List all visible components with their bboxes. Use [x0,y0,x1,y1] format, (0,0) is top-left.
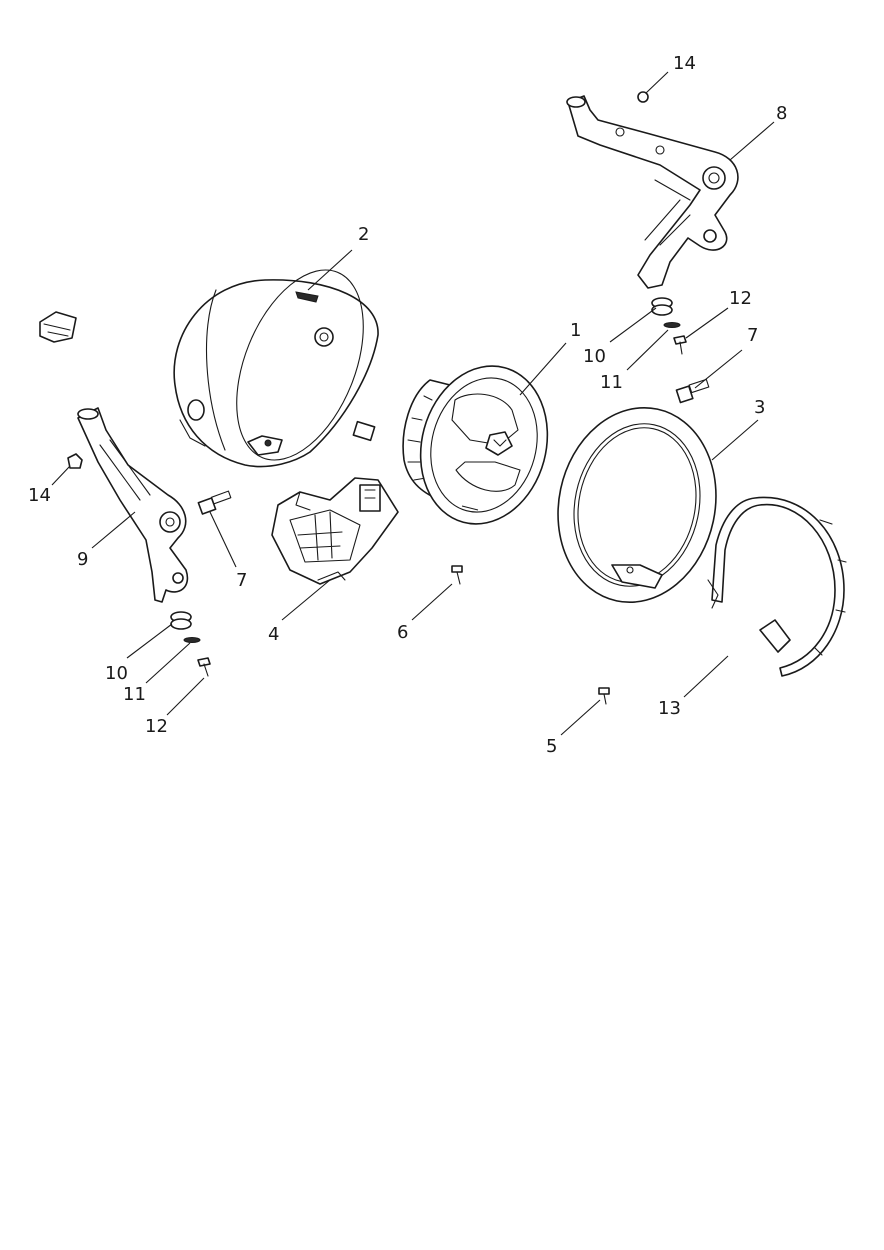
callout-12-left: 12 [145,716,168,737]
callout-11-right: 11 [600,372,623,393]
screw-12-right [673,335,687,355]
o-ring-left [183,637,201,643]
grommet-lower [67,453,83,469]
callout-9: 9 [77,549,88,570]
spacer-left [170,611,192,630]
o-ring-right [663,322,681,328]
screw-5 [598,687,610,705]
callout-4: 4 [268,624,279,645]
callout-14-lower: 14 [28,485,51,506]
callout-1: 1 [570,320,581,341]
callout-13: 13 [658,698,681,719]
callout-7-right: 7 [747,325,758,346]
callout-8: 8 [776,103,787,124]
mounting-bracket-right [566,95,739,289]
headlight-shell [173,269,379,468]
screw-6 [451,565,463,585]
grommet-upper [637,91,649,103]
callout-2: 2 [358,224,369,245]
callout-7-left: 7 [236,570,247,591]
callout-5: 5 [546,736,557,757]
callout-14-upper: 14 [673,53,696,74]
callout-10-left: 10 [105,663,128,684]
bezel-rim [557,406,717,604]
spacer-right [651,297,673,316]
led-headlight-unit [402,365,549,525]
leader-lines [51,71,775,736]
callout-12-right: 12 [729,288,752,309]
connector-bracket [271,477,399,585]
callout-11-left: 11 [123,684,146,705]
retaining-ring [707,496,847,677]
callout-10-right: 10 [583,346,606,367]
screw-12-left [197,657,211,677]
callout-3: 3 [754,397,765,418]
mounting-bracket-left [77,407,189,603]
bolt-left [197,490,232,515]
callout-6: 6 [397,622,408,643]
bolt-right [675,378,710,404]
